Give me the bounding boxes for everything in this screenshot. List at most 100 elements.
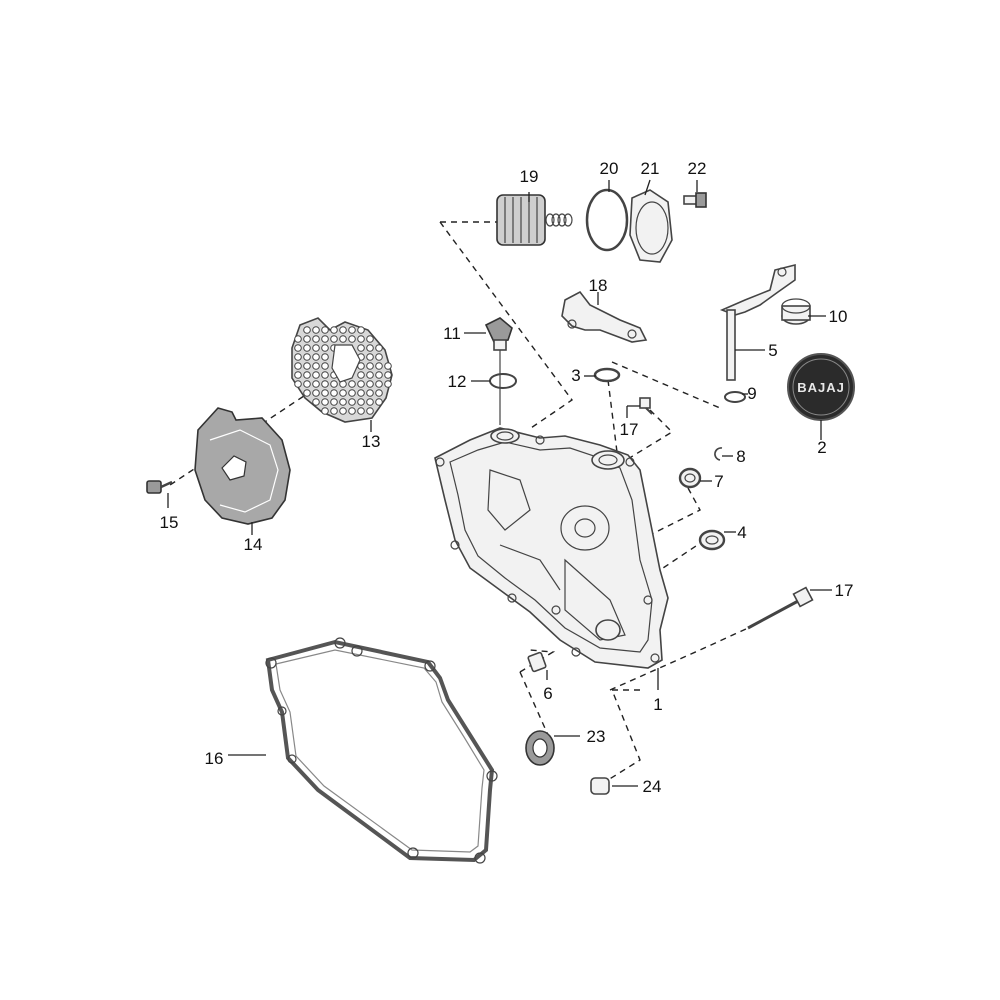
perforation-hole <box>330 326 338 334</box>
perforation-hole <box>375 353 383 361</box>
part-11-plug <box>484 317 513 425</box>
part-10-bushing <box>781 298 811 325</box>
callout-14: 14 <box>244 535 263 554</box>
perforation-hole <box>303 362 311 370</box>
part-5-shaft <box>719 263 796 381</box>
perforation-hole <box>312 335 320 343</box>
callout-20: 20 <box>600 159 619 178</box>
callout-21: 21 <box>641 159 660 178</box>
perforation-hole <box>330 380 338 388</box>
badge-logo-text: BAJAJ <box>797 380 845 395</box>
part-7-oil-seal <box>678 467 702 489</box>
part-19-filter-element <box>496 194 573 246</box>
part-24-dowel-pin <box>590 777 610 795</box>
part-13-perforated-plate <box>291 317 393 423</box>
perforation-hole <box>321 398 329 406</box>
perforation-hole <box>303 335 311 343</box>
perforation-hole <box>321 371 329 379</box>
perforation-hole <box>321 389 329 397</box>
perforation-hole <box>303 389 311 397</box>
perforation-hole <box>321 344 329 352</box>
callout-19: 19 <box>520 167 539 186</box>
perforation-hole <box>375 398 383 406</box>
perforation-hole <box>330 407 338 415</box>
callout-3: 3 <box>571 366 580 385</box>
perforation-hole <box>384 380 392 388</box>
callout-10: 10 <box>829 307 848 326</box>
perforation-hole <box>294 371 302 379</box>
perforation-hole <box>348 380 356 388</box>
perforation-hole <box>348 407 356 415</box>
perforation-hole <box>357 389 365 397</box>
perforation-hole <box>366 398 374 406</box>
perforation-hole <box>375 344 383 352</box>
callout-22: 22 <box>688 159 707 178</box>
perforation-hole <box>366 344 374 352</box>
part-3-o-ring <box>593 367 621 383</box>
callout-labels: 19 20 21 22 18 11 12 3 17 5 10 9 2 8 7 4… <box>160 159 854 796</box>
perforation-hole <box>339 389 347 397</box>
callout-18: 18 <box>589 276 608 295</box>
perforation-hole <box>330 389 338 397</box>
perforation-hole <box>321 353 329 361</box>
perforation-hole <box>366 362 374 370</box>
perforation-hole <box>312 398 320 406</box>
perforation-hole <box>339 335 347 343</box>
part-21-filter-cover <box>629 189 673 263</box>
perforation-hole <box>375 371 383 379</box>
perforation-hole <box>312 362 320 370</box>
perforation-hole <box>294 380 302 388</box>
perforation-hole <box>348 326 356 334</box>
part-9-washer <box>724 391 746 403</box>
callout-13: 13 <box>362 432 381 451</box>
perforation-hole <box>294 353 302 361</box>
perforation-hole <box>303 353 311 361</box>
callout-8: 8 <box>736 447 745 466</box>
perforation-hole <box>321 335 329 343</box>
perforation-hole <box>366 407 374 415</box>
perforation-hole <box>366 335 374 343</box>
perforation-hole <box>330 398 338 406</box>
callout-2: 2 <box>817 438 826 457</box>
part-15-screw <box>146 480 173 494</box>
perforation-hole <box>312 353 320 361</box>
perforation-hole <box>294 335 302 343</box>
callout-6: 6 <box>543 684 552 703</box>
perforation-hole <box>366 353 374 361</box>
perforation-hole <box>357 371 365 379</box>
perforation-hole <box>339 398 347 406</box>
callout-12: 12 <box>448 372 467 391</box>
perforation-hole <box>312 326 320 334</box>
perforation-hole <box>375 362 383 370</box>
perforation-hole <box>312 389 320 397</box>
perforation-hole <box>294 344 302 352</box>
perforation-hole <box>330 335 338 343</box>
perforation-hole <box>375 380 383 388</box>
callout-17-screw: 17 <box>620 420 639 439</box>
perforation-hole <box>357 335 365 343</box>
callout-17-bolt: 17 <box>835 581 854 600</box>
part-6-dowel <box>527 651 547 673</box>
perforation-hole <box>312 371 320 379</box>
part-22-bolt <box>683 192 707 208</box>
callout-5: 5 <box>768 341 777 360</box>
part-18-lever <box>561 290 648 343</box>
callout-11: 11 <box>443 324 461 343</box>
part-2-badge: BAJAJ <box>787 353 855 421</box>
perforation-hole <box>348 389 356 397</box>
callout-1: 1 <box>653 695 662 714</box>
callout-23: 23 <box>587 727 606 746</box>
callout-4: 4 <box>737 523 746 542</box>
perforation-hole <box>339 407 347 415</box>
part-8-circlip <box>714 447 723 461</box>
perforation-hole <box>366 389 374 397</box>
callout-16: 16 <box>205 749 224 768</box>
perforation-hole <box>366 371 374 379</box>
callout-15: 15 <box>160 513 179 532</box>
part-14-plate <box>194 407 291 525</box>
part-16-gasket <box>265 637 498 864</box>
perforation-hole <box>321 407 329 415</box>
perforation-hole <box>321 380 329 388</box>
perforation-hole <box>303 326 311 334</box>
